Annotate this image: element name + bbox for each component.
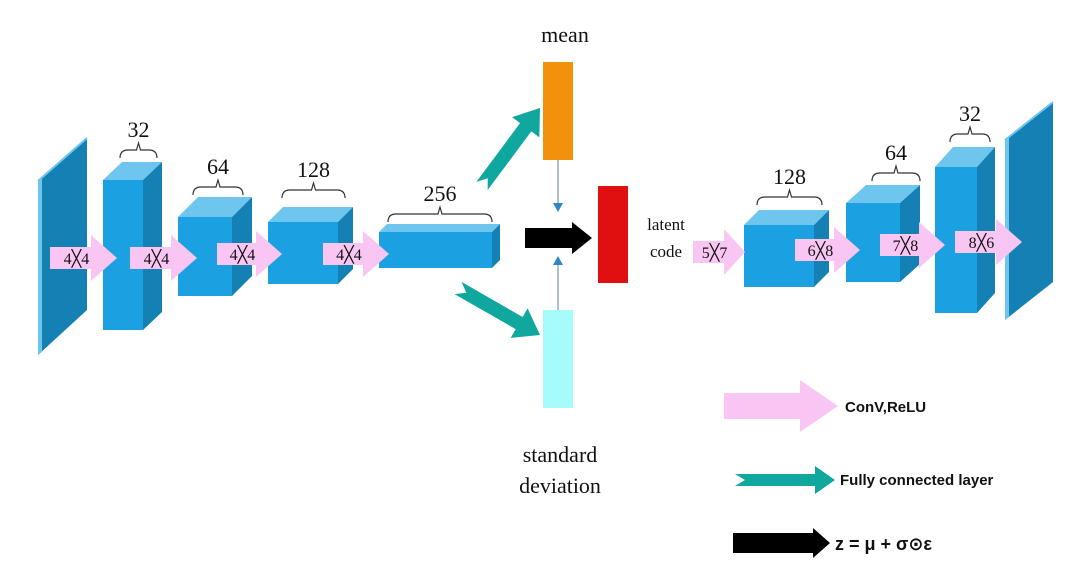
legend-fc-label: Fully connected layer <box>840 472 994 489</box>
panel-face <box>1005 102 1053 320</box>
conv-arrow-icon <box>880 222 945 268</box>
encoder-channels-2-label: 64 <box>207 154 229 179</box>
decoder-block-3 <box>935 147 995 313</box>
decoder-channels-1-label: 128 <box>773 164 806 189</box>
fc-to-std-arrow-icon <box>454 281 541 338</box>
kernel-size-label: 4╳4 <box>144 249 170 268</box>
fc-to-std-arrow <box>454 281 541 338</box>
cube-side <box>492 224 500 268</box>
fc-to-mean-arrow-icon <box>476 108 540 191</box>
kernel-size-label: 4╳4 <box>230 245 256 264</box>
legend-conv-label: ConV,ReLU <box>845 399 926 416</box>
encoder-block-1 <box>103 162 162 330</box>
conv-arrow-icon <box>955 219 1022 265</box>
conv-arrow-icon <box>217 231 282 277</box>
cube-front <box>379 232 492 268</box>
kernel-size-label: 4╳4 <box>64 249 90 268</box>
output-image-panel <box>1004 101 1054 320</box>
cube-top <box>846 185 920 203</box>
kernel-size-label: 8╳6 <box>969 233 995 252</box>
mean-label: mean <box>541 22 589 47</box>
legend-sample-label: z = μ + σ⊙ε <box>835 534 932 554</box>
cube-top <box>744 210 829 225</box>
cube-side <box>977 147 995 313</box>
std-vector <box>543 310 573 408</box>
encoder-channels-1-label: 32 <box>128 117 150 142</box>
sampling-arrow-icon <box>525 222 592 254</box>
legend-fc-arrow-icon <box>735 466 835 494</box>
encoder-block-4 <box>379 224 500 268</box>
decoder-conv-arrow-1: 5╳7 <box>693 229 745 275</box>
panel-edge <box>38 178 42 355</box>
cube-side <box>143 162 162 330</box>
std-label-line1: standard <box>523 442 598 467</box>
encoder-conv-arrow-3: 4╳4 <box>217 231 282 277</box>
conv-arrow-icon <box>693 229 745 275</box>
fc-to-mean-arrow <box>476 108 540 191</box>
conv-arrow-icon <box>795 227 860 273</box>
latent-label-line1: latent <box>647 215 685 234</box>
decoder-channels-3-brace <box>949 124 991 143</box>
encoder-channels-1-brace <box>119 140 158 159</box>
encoder-conv-arrow-1: 4╳4 <box>50 235 117 281</box>
decoder-channels-2-label: 64 <box>885 140 907 165</box>
arrowhead-down-icon <box>553 203 563 212</box>
std-label-line2: deviation <box>519 473 601 498</box>
cube-top <box>103 162 162 180</box>
decoder-channels-3-label: 32 <box>959 101 981 126</box>
decoder-block-2 <box>846 185 920 282</box>
cube-side <box>900 185 920 282</box>
conv-arrow-icon <box>130 235 197 281</box>
arrowhead-up-icon <box>553 256 563 265</box>
decoder-conv-arrow-3: 7╳8 <box>880 222 945 268</box>
decoder-conv-arrow-4: 8╳6 <box>955 219 1022 265</box>
decoder-channels-1-brace <box>756 187 823 206</box>
encoder-conv-arrow-2: 4╳4 <box>130 235 197 281</box>
mean-vector <box>543 62 573 160</box>
encoder-channels-3-label: 128 <box>297 157 330 182</box>
cube-top <box>379 224 500 232</box>
decoder-channels-2-brace <box>871 163 921 182</box>
encoder-channels-4-brace <box>387 204 493 223</box>
legend-sample-arrow-icon <box>733 528 830 558</box>
encoder-channels-3-brace <box>281 180 346 199</box>
conv-arrow-icon <box>50 235 117 281</box>
encoder-channels-4-label: 256 <box>424 181 457 206</box>
kernel-size-label: 7╳8 <box>893 236 919 255</box>
kernel-size-label: 5╳7 <box>702 243 728 262</box>
decoder-block-1 <box>744 210 829 287</box>
panel-top-edge <box>37 137 88 182</box>
legend <box>724 380 838 558</box>
latent-code-vector <box>598 186 628 283</box>
kernel-size-label: 4╳4 <box>336 245 362 264</box>
legend-conv-arrow-icon <box>724 380 838 432</box>
panel-top-edge <box>1004 101 1054 141</box>
encoder-channels-2-brace <box>192 177 244 196</box>
panel-face <box>38 138 87 355</box>
conv-arrow-icon <box>323 231 389 277</box>
cube-top <box>268 207 353 222</box>
cube-top <box>935 147 995 167</box>
latent-label-line2: code <box>650 242 682 261</box>
decoder-conv-arrow-2: 6╳8 <box>795 227 860 273</box>
panel-edge <box>1005 137 1009 320</box>
cube-top <box>178 197 252 217</box>
kernel-size-label: 6╳8 <box>808 241 834 260</box>
encoder-conv-arrow-4: 4╳4 <box>323 231 389 277</box>
input-image-panel <box>37 137 88 355</box>
